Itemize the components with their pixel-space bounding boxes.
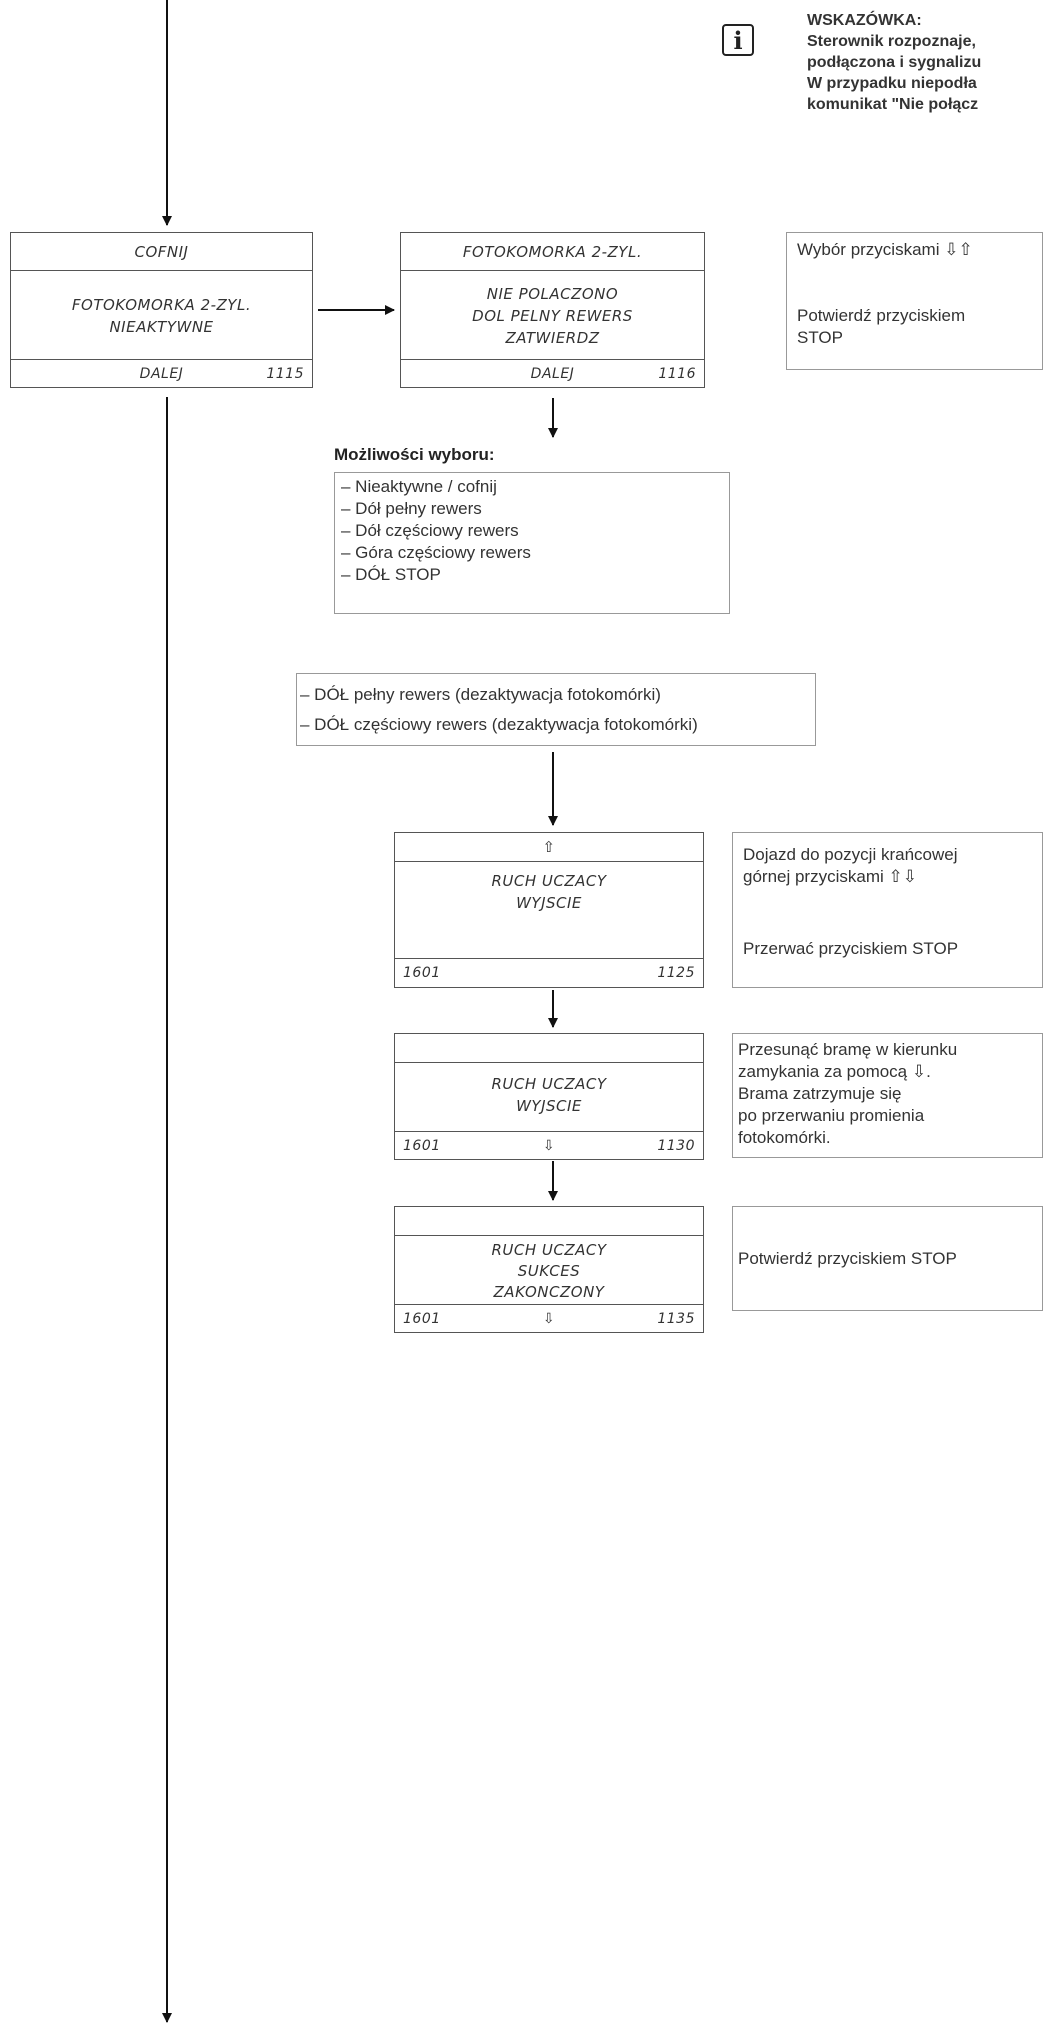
arrow-down-icon: ⇩: [542, 1137, 556, 1154]
options-list: – Nieaktywne / cofnij – Dół pełny rewers…: [334, 472, 730, 614]
screen-top-row: FOTOKOMORKA 2-ZYL.: [401, 233, 704, 271]
screen-footer-center: DALEJ: [530, 365, 575, 382]
screen-code-left: 1601: [403, 965, 441, 981]
option-item: – Góra częściowy rewers: [341, 543, 531, 562]
screen-footer: DALEJ 1116: [401, 359, 704, 387]
screen-top-row: [395, 1207, 703, 1236]
screen-1135: RUCH UCZACY SUKCES ZAKONCZONY 1601 ⇩ 113…: [394, 1206, 704, 1333]
info-line: Przesunąć bramę w kierunku: [738, 1040, 958, 1059]
screen-code: 1115: [266, 365, 304, 382]
info-line: Dojazd do pozycji krańcowej: [743, 845, 958, 864]
condition-item: – DÓŁ częściowy rewers (dezaktywacja fot…: [300, 715, 698, 734]
screen-line: SUKCES: [517, 1261, 581, 1280]
screen-line: RUCH UCZACY: [491, 872, 607, 890]
screen-body: RUCH UCZACY SUKCES ZAKONCZONY: [395, 1236, 703, 1306]
screen-line: ZATWIERDZ: [505, 329, 600, 347]
info-line: STOP: [797, 328, 843, 347]
screen-code-left: 1601: [403, 1310, 441, 1327]
info-line: Wybór przyciskami ⇩⇧: [797, 240, 973, 259]
screen-1130: RUCH UCZACY WYJSCIE 1601 ⇩ 1130: [394, 1033, 704, 1160]
info-box-1125: Dojazd do pozycji krańcowej górnej przyc…: [732, 832, 1043, 988]
screen-line: RUCH UCZACY: [491, 1075, 607, 1093]
info-line: Potwierdź przyciskiem: [797, 306, 966, 325]
condition-item: – DÓŁ pełny rewers (dezaktywacja fotokom…: [300, 685, 661, 704]
screen-top-row: COFNIJ: [11, 233, 312, 271]
info-line: [797, 283, 1032, 305]
info-icon: i: [722, 24, 754, 56]
screen-line: ZAKONCZONY: [493, 1282, 605, 1301]
screen-1116: FOTOKOMORKA 2-ZYL. NIE POLACZONO DOL PEL…: [400, 232, 705, 388]
screen-top-row: ⇧: [395, 833, 703, 862]
screen-footer: 1601 ⇩ 1135: [395, 1304, 703, 1332]
note-line: komunikat "Nie połącz: [807, 96, 979, 113]
screen-footer: DALEJ 1115: [11, 359, 312, 387]
arrow-down-icon: ⇩: [542, 1310, 556, 1327]
screen-body: FOTOKOMORKA 2-ZYL. NIEAKTYWNE: [11, 271, 312, 361]
option-item: – Nieaktywne / cofnij: [341, 477, 497, 496]
screen-1115: COFNIJ FOTOKOMORKA 2-ZYL. NIEAKTYWNE DAL…: [10, 232, 313, 388]
screen-code: 1130: [657, 1137, 695, 1154]
info-line: fotokomórki.: [738, 1128, 831, 1147]
screen-line: WYJSCIE: [516, 894, 582, 912]
screen-top-label: COFNIJ: [134, 242, 189, 261]
screen-body: NIE POLACZONO DOL PELNY REWERS ZATWIERDZ: [401, 271, 704, 361]
screen-footer-center: DALEJ: [139, 365, 184, 382]
screen-line: NIE POLACZONO: [486, 285, 619, 303]
info-line: po przerwaniu promienia: [738, 1106, 925, 1125]
screen-code: 1116: [658, 365, 696, 382]
screen-code-left: 1601: [403, 1137, 441, 1154]
screen-body: RUCH UCZACY WYJSCIE: [395, 1063, 703, 1127]
condition-box: – DÓŁ pełny rewers (dezaktywacja fotokom…: [296, 673, 816, 746]
screen-code: 1125: [657, 965, 695, 981]
screen-top-row: [395, 1034, 703, 1063]
note-heading: WSKAZÓWKA:: [807, 12, 922, 29]
arrow-up-icon: ⇧: [542, 838, 556, 856]
info-line: Przerwać przyciskiem STOP: [743, 939, 959, 958]
screen-body: RUCH UCZACY WYJSCIE: [395, 862, 703, 922]
screen-line: DOL PELNY REWERS: [472, 307, 633, 325]
screen-1125: ⇧ RUCH UCZACY WYJSCIE 1601 1125: [394, 832, 704, 988]
option-item: – DÓŁ STOP: [341, 565, 441, 584]
note-line: podłączona i sygnalizu: [807, 54, 982, 71]
note-line: W przypadku niepodła: [807, 75, 977, 92]
info-line: [743, 910, 1032, 932]
screen-line: RUCH UCZACY: [491, 1240, 607, 1259]
note-line: Sterownik rozpoznaje,: [807, 33, 976, 50]
screen-top-label: FOTOKOMORKA 2-ZYL.: [462, 242, 643, 261]
screen-footer: 1601 ⇩ 1130: [395, 1131, 703, 1159]
info-line: [797, 261, 1032, 283]
info-line: Brama zatrzymuje się: [738, 1084, 902, 1103]
screen-code: 1135: [657, 1310, 695, 1327]
option-item: – Dół częściowy rewers: [341, 521, 519, 540]
info-box-1135: Potwierdź przyciskiem STOP: [732, 1206, 1043, 1311]
info-box-1116: Wybór przyciskami ⇩⇧ Potwierdź przyciski…: [786, 232, 1043, 370]
screen-line: FOTOKOMORKA 2-ZYL.: [71, 296, 252, 314]
info-line: górnej przyciskami ⇧⇩: [743, 867, 917, 886]
option-item: – Dół pełny rewers: [341, 499, 482, 518]
screen-line: NIEAKTYWNE: [109, 318, 214, 336]
info-line: Potwierdź przyciskiem STOP: [738, 1248, 957, 1268]
info-box-1130: Przesunąć bramę w kierunku zamykania za …: [732, 1033, 1043, 1158]
info-line: [743, 888, 1032, 910]
note: WSKAZÓWKA: Sterownik rozpoznaje, podłącz…: [807, 10, 981, 115]
info-line: zamykania za pomocą ⇩.: [738, 1062, 931, 1081]
screen-line: WYJSCIE: [516, 1097, 582, 1115]
screen-footer: 1601 1125: [395, 958, 703, 987]
options-heading: Możliwości wyboru:: [334, 445, 495, 464]
